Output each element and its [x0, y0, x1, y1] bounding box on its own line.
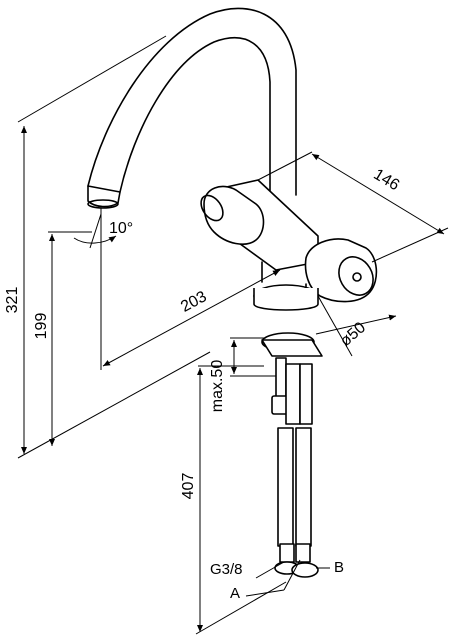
dim-203-line: [102, 269, 281, 367]
label-199: 199: [33, 313, 50, 340]
angle-swept-line: [89, 213, 102, 249]
hose-b-upper: [299, 363, 313, 425]
spout-outlet-opening: [87, 199, 119, 209]
dim-146-left-ext: [257, 151, 313, 181]
hose-a-upper: [285, 363, 301, 425]
base-ring: [253, 288, 319, 311]
right-handle: [304, 238, 378, 303]
label-a: A: [230, 585, 240, 602]
spout-outer-edge: [87, 7, 297, 196]
left-handle-cap: [200, 194, 224, 222]
dim-146-line: [311, 153, 445, 235]
label-203: 203: [178, 288, 210, 316]
mounting-plate: [261, 339, 323, 357]
spout-inner-edge: [119, 37, 271, 201]
hose-b: [295, 427, 312, 547]
right-handle-indicator: [352, 272, 362, 282]
spout: [87, 7, 297, 209]
dim-321-top-ext: [17, 35, 167, 123]
dim-407-bottom-ext: [195, 581, 287, 635]
dimension-labels: 321 199 203 146 ø50 max.50 407 10°: [4, 166, 402, 499]
hose-a: [277, 427, 294, 547]
spout-outlet-nozzle: [87, 185, 121, 208]
leader-a: [245, 589, 285, 597]
tap-body: [200, 179, 378, 303]
label-407: 407: [180, 473, 197, 500]
connection-labels: G3/8 A B: [210, 559, 344, 602]
dim-50-left-ext: [317, 295, 353, 357]
label-b: B: [334, 559, 344, 576]
angle-arc: [73, 235, 117, 244]
label-321: 321: [4, 287, 21, 314]
hose-a-fitting: [279, 543, 295, 563]
leader-a-tail: [283, 559, 301, 591]
tap-base: [253, 284, 323, 357]
leader-g38: [255, 561, 285, 579]
hose-b-nut: [291, 562, 319, 578]
label-10-degrees: 10°: [109, 220, 133, 237]
hose-b-fitting: [295, 543, 311, 563]
label-50: ø50: [337, 319, 369, 350]
right-handle-cap: [338, 256, 374, 296]
label-max50: max.50: [209, 360, 226, 413]
dim-50-line: [315, 314, 397, 335]
label-146: 146: [370, 166, 402, 194]
dim-321-bottom-ext: [17, 351, 211, 459]
label-g38: G3/8: [210, 561, 243, 578]
dimension-lines: [17, 35, 449, 635]
connection-assembly: [271, 357, 319, 578]
dim-146-right-ext: [371, 227, 449, 263]
